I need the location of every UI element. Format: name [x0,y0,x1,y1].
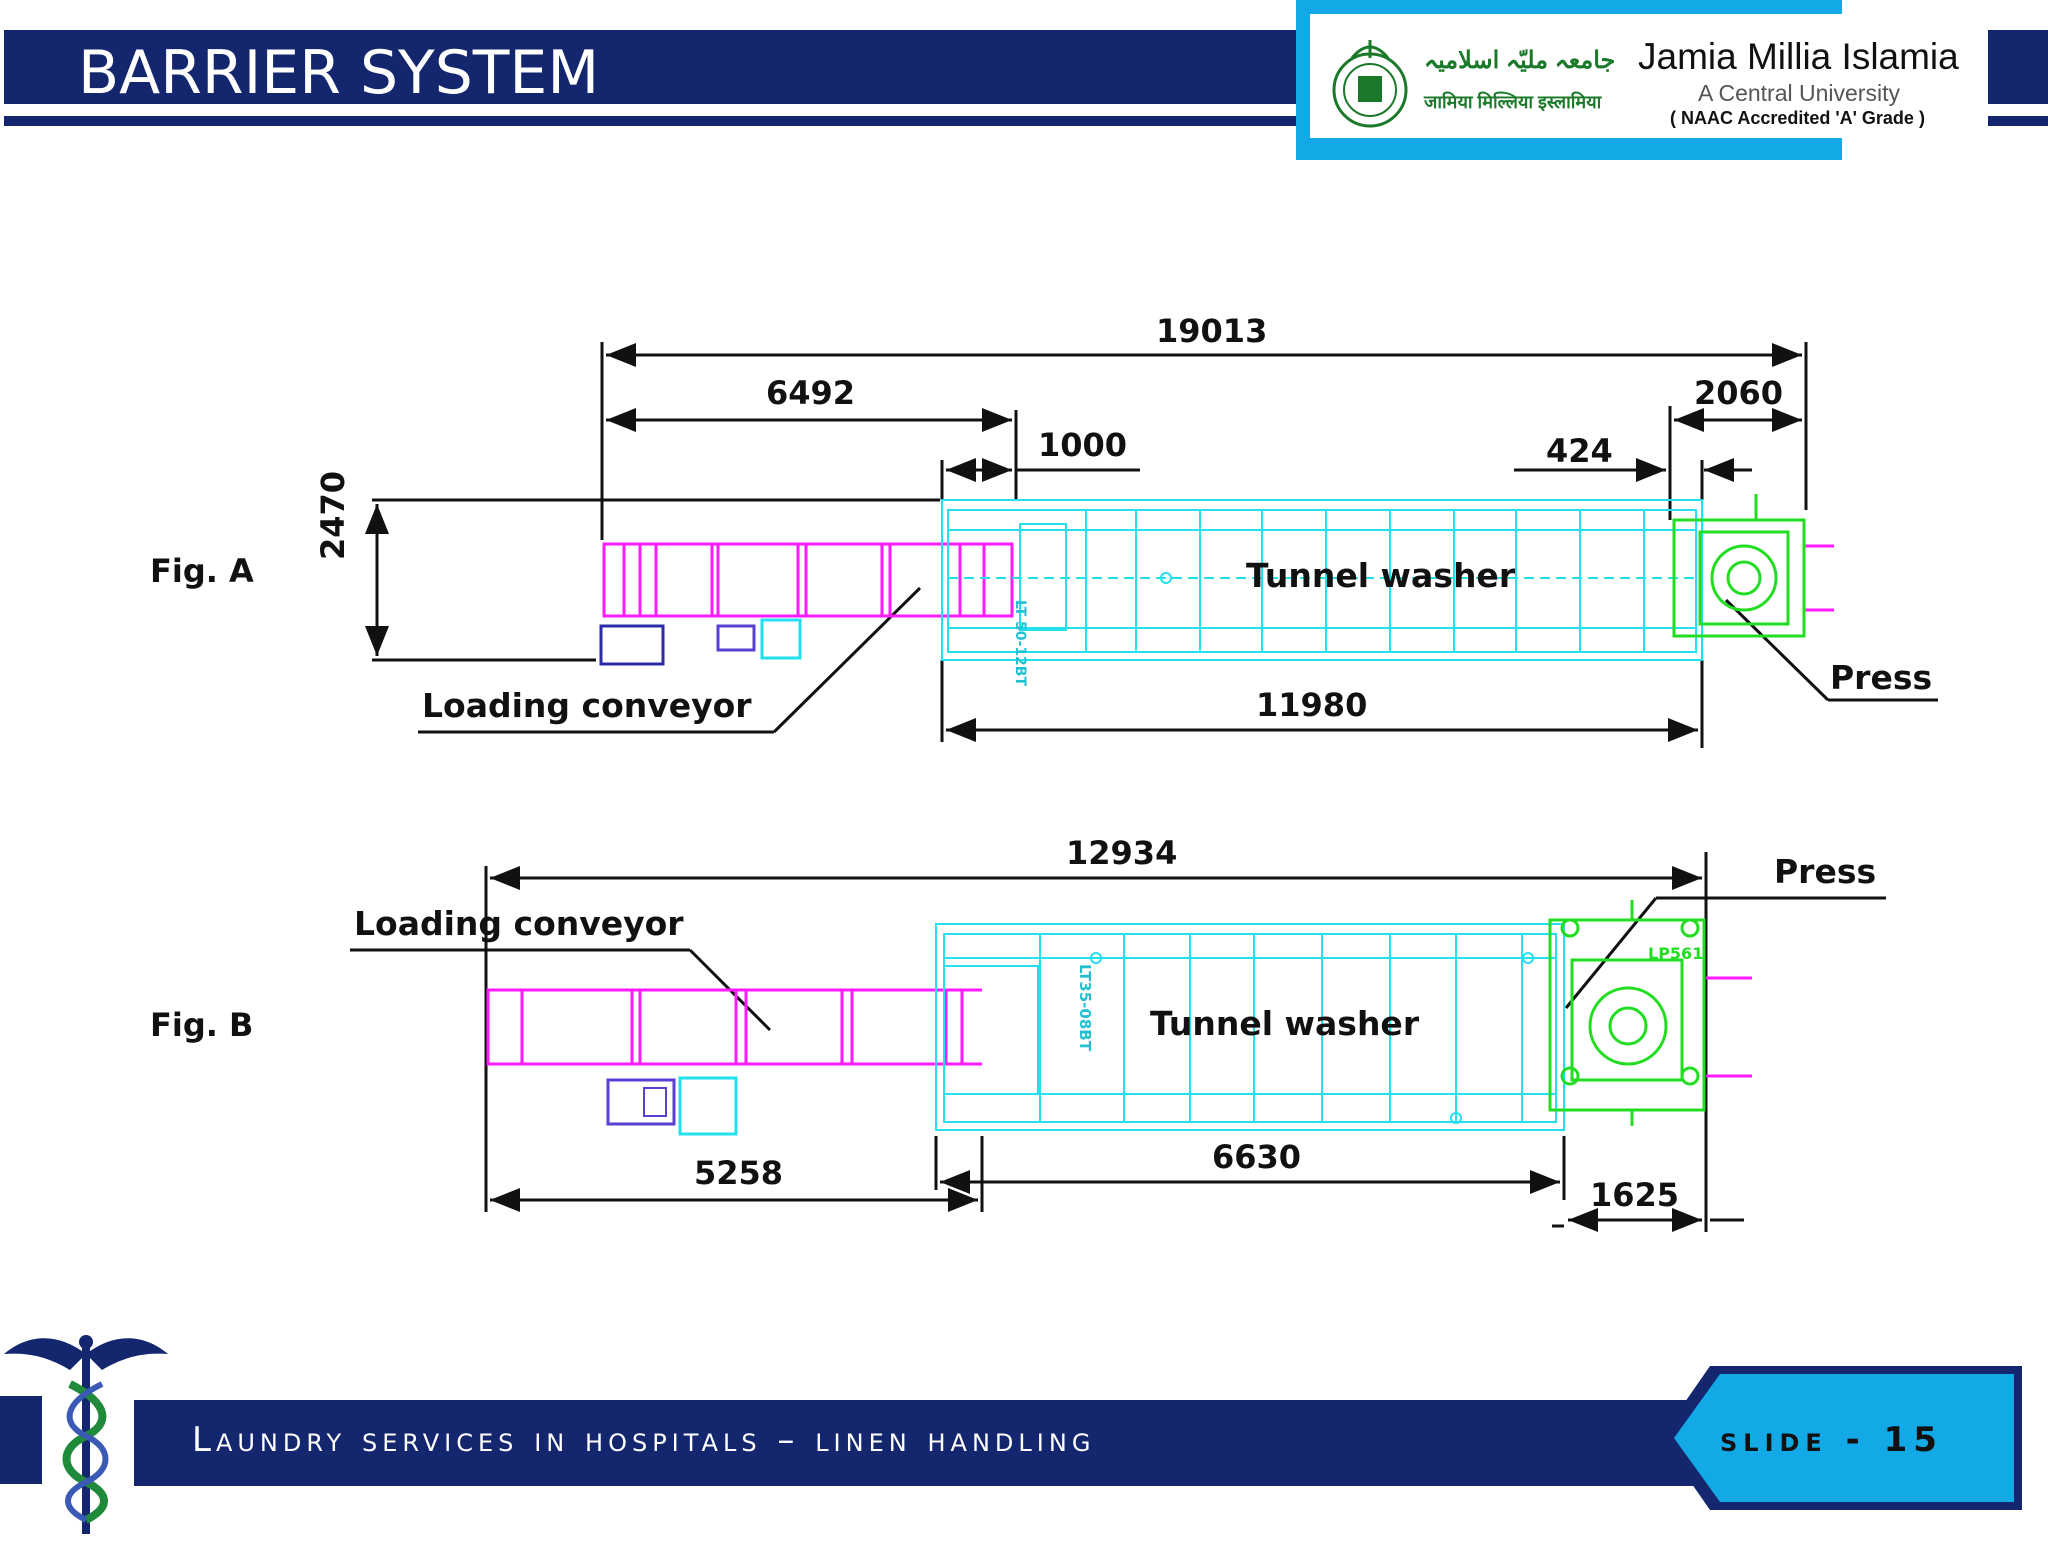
fig-a-dimensions [365,342,1938,748]
fig-b-press [1548,900,1706,1126]
logo-subtitle: A Central University [1698,80,1900,106]
fig-a-dim-conveyor: 6492 [766,374,856,412]
fig-b-tunnel-washer-label: Tunnel washer [1150,1004,1420,1043]
fig-a-drive-box [599,624,665,666]
fig-a-loading-conveyor [602,542,1014,618]
header-gap [4,104,2048,114]
fig-b-model-text: LT35-08BT [1076,964,1094,1051]
logo-name-english: Jamia Millia Islamia [1638,36,1959,77]
fig-b-loading-conveyor-label: Loading conveyor [354,904,684,943]
fig-b-dim-total: 12934 [1066,834,1178,872]
fig-a-motor [716,624,756,652]
footer-bar [134,1400,1734,1486]
fig-a-dim-overlap: 1000 [1038,426,1128,464]
fig-b-loading-conveyor [486,988,982,1066]
slide-number: slide - 15 [1720,1420,1943,1460]
fig-a-dim-total: 19013 [1156,312,1268,350]
logo-panel [1310,14,1988,138]
university-seal-icon [1330,36,1410,132]
fig-b-control-box [678,1076,738,1136]
fig-a-loading-conveyor-label: Loading conveyor [422,686,752,725]
fig-b-press-model-text: LP561 [1648,944,1704,963]
fig-a-press [1672,494,1834,638]
logo-accreditation: ( NAAC Accredited 'A' Grade ) [1670,108,1925,128]
fig-a-tunnel-washer [941,499,1703,661]
logo-name-urdu: جامعہ ملیّہ اسلامیہ [1424,47,1616,74]
slide-title: BARRIER SYSTEM [78,38,600,108]
fig-a-dim-gap: 424 [1546,432,1613,470]
fig-a-tunnel-washer-label: Tunnel washer [1246,556,1516,595]
fig-a-label: Fig. A [150,552,254,590]
footer-title: Laundry services in hospitals – linen ha… [192,1420,1096,1460]
logo-name-hindi: जामिया मिल्लिया इस्लामिया [1424,92,1602,112]
fig-b-label: Fig. B [150,1006,254,1044]
fig-b-press-label: Press [1774,852,1877,891]
caduceus-icon [0,1324,172,1536]
footer-left-block [0,1396,42,1484]
fig-a-model-text: LT 50-12BT [1012,600,1028,687]
fig-b-motor [606,1078,676,1126]
fig-b-dim-washer: 6630 [1212,1138,1302,1176]
fig-b-dim-press: 1625 [1590,1176,1680,1214]
fig-b-dimensions [350,852,1886,1232]
fig-a-dim-washer: 11980 [1256,686,1368,724]
header-underline [4,116,2048,126]
fig-b-dim-conveyor: 5258 [694,1154,784,1192]
fig-b-tunnel-washer [935,923,1565,1131]
fig-a-press-label: Press [1830,658,1933,697]
fig-a-control-box [760,618,802,660]
fig-a-dim-press: 2060 [1694,374,1784,412]
slide-number-badge [1658,1362,2024,1512]
fig-a-dim-height: 2470 [314,470,352,560]
